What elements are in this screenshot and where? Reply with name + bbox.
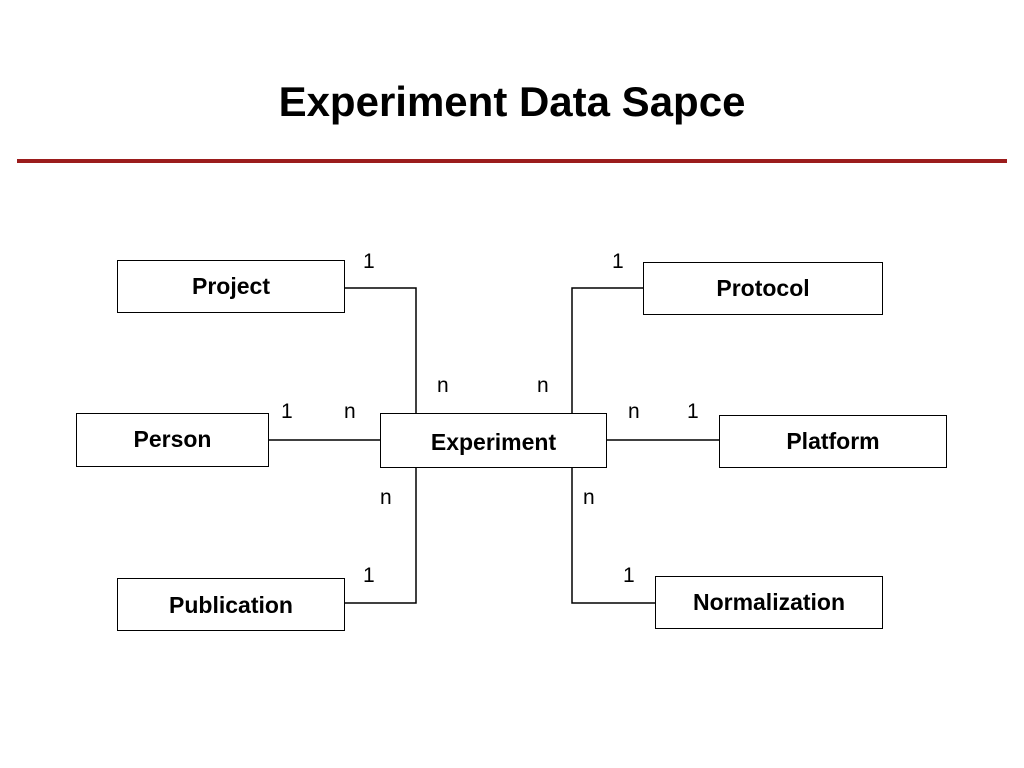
cardinality-project-one: 1: [363, 250, 375, 273]
cardinality-protocol-one: 1: [612, 250, 624, 273]
entity-publication: Publication: [117, 578, 345, 631]
cardinality-normalization-many: n: [583, 486, 595, 509]
cardinality-person-one: 1: [281, 400, 293, 423]
cardinality-person-many: n: [344, 400, 356, 423]
cardinality-normalization-one: 1: [623, 564, 635, 587]
cardinality-platform-many: n: [628, 400, 640, 423]
entity-project: Project: [117, 260, 345, 313]
cardinality-publication-one: 1: [363, 564, 375, 587]
connector-project-experiment: [345, 287, 417, 413]
entity-normalization: Normalization: [655, 576, 883, 629]
entity-platform: Platform: [719, 415, 947, 468]
cardinality-publication-many: n: [380, 486, 392, 509]
connector-publication-experiment: [345, 468, 417, 604]
entity-experiment: Experiment: [380, 413, 607, 468]
cardinality-protocol-many: n: [537, 374, 549, 397]
entity-protocol: Protocol: [643, 262, 883, 315]
entity-person: Person: [76, 413, 269, 467]
page-title: Experiment Data Sapce: [278, 78, 746, 125]
cardinality-project-many: n: [437, 374, 449, 397]
connector-normalization-experiment: [571, 468, 655, 604]
title-divider: [17, 159, 1007, 163]
cardinality-platform-one: 1: [687, 400, 699, 423]
connector-protocol-experiment: [571, 287, 643, 413]
